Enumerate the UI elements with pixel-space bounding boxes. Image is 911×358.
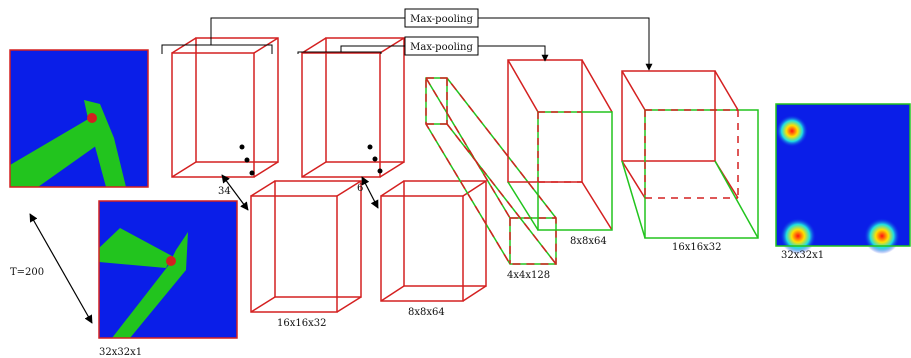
- bottleneck-block: [425, 77, 557, 265]
- ellipsis-dots-icon: [239, 144, 255, 176]
- output-label: 32x32x1: [781, 250, 824, 261]
- max-pooling-label-2: Max-pooling: [410, 42, 473, 53]
- decoder-cube-6: [621, 70, 759, 239]
- skip-connection-1: [161, 17, 653, 71]
- encoder-cube-3-depth: 6: [357, 183, 363, 194]
- encoder-cube-3: [301, 37, 405, 178]
- double-arrow-icon: [29, 213, 93, 324]
- encoder-cube-1-depth: 34: [218, 186, 231, 197]
- encoder-cube-4: [380, 180, 487, 302]
- input-frame-top: [9, 49, 149, 188]
- time-gap-label: T=200: [10, 267, 44, 278]
- encoder-cube-4-label: 8x8x64: [408, 307, 445, 318]
- input-frame-bottom-label: 32x32x1: [99, 347, 142, 358]
- time-gap-arrow: T=200: [10, 213, 93, 324]
- skip-arrow-icon: [478, 17, 653, 71]
- encoder-cube-1: [171, 37, 279, 178]
- output-heatmap: 32x32x1: [775, 103, 911, 261]
- decoder-cube-6-label: 16x16x32: [672, 242, 721, 253]
- decoder-cube-5: [507, 59, 613, 231]
- decoder-cube-5-label: 8x8x64: [570, 236, 607, 247]
- skip-arrow-icon: [478, 45, 549, 62]
- encoder-cube-2-label: 16x16x32: [277, 318, 326, 329]
- max-pooling-box-2: Max-pooling: [404, 36, 479, 56]
- max-pooling-box-1: Max-pooling: [404, 8, 479, 28]
- encoder-cube-2: [250, 180, 362, 313]
- bottleneck-label: 4x4x128: [507, 270, 550, 281]
- double-arrow-icon: [221, 174, 249, 211]
- max-pooling-label-1: Max-pooling: [410, 14, 473, 25]
- input-frame-bottom: 32x32x1: [98, 200, 238, 358]
- skip-connection-2: [297, 45, 549, 62]
- ellipsis-dots-icon: [367, 144, 383, 174]
- double-arrow-icon: [361, 176, 379, 209]
